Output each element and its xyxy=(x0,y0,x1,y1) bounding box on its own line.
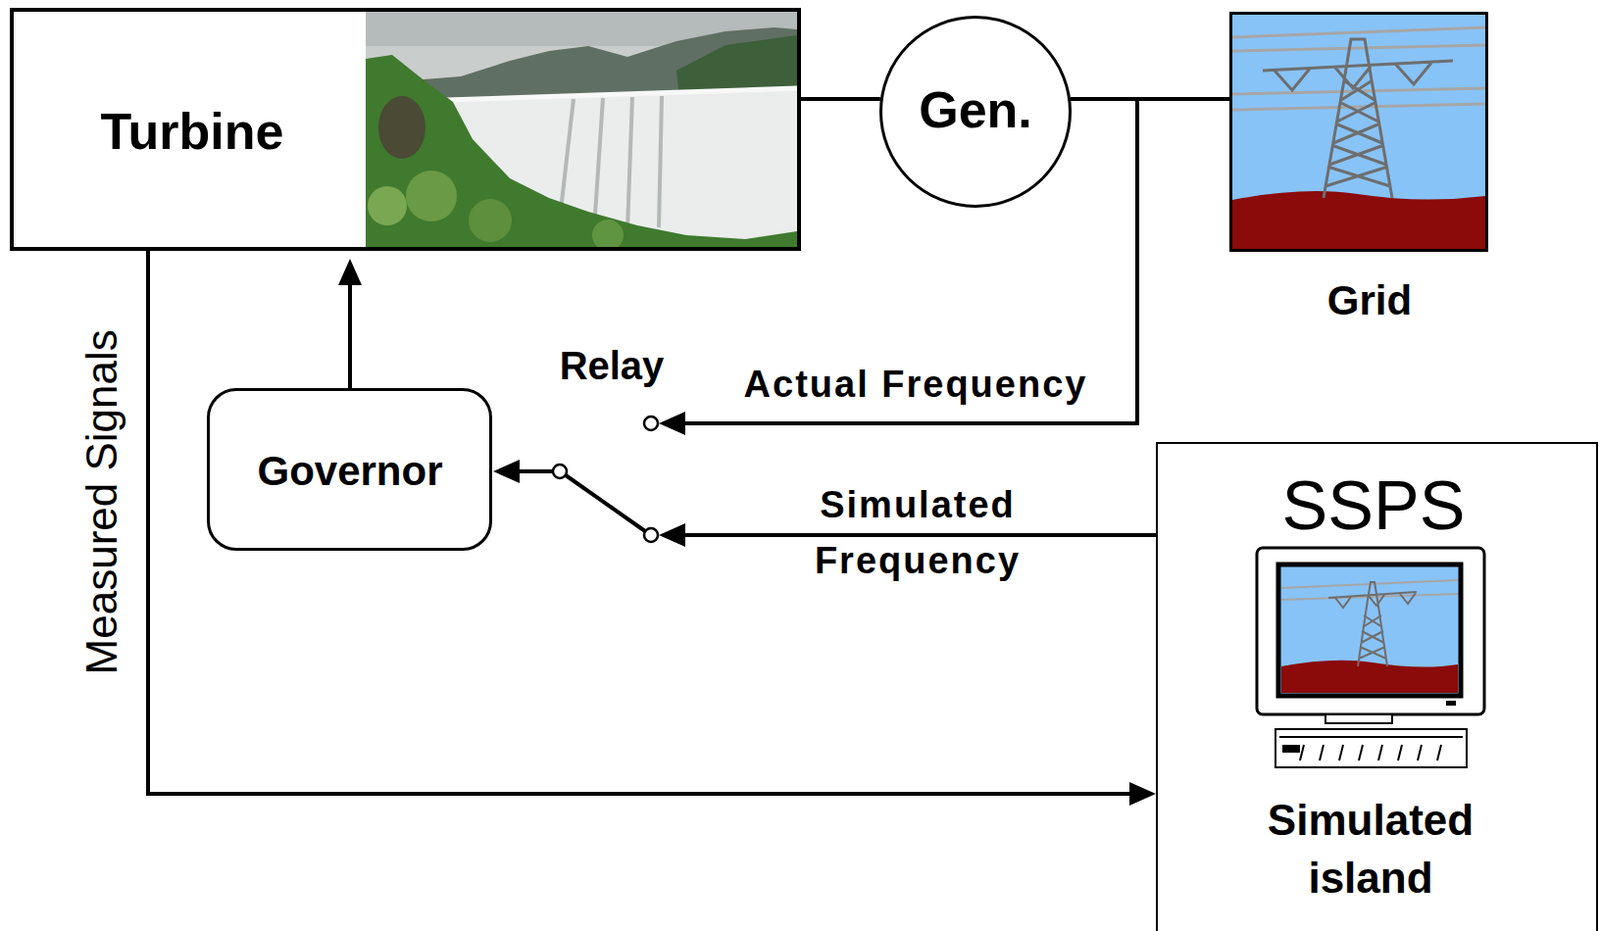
screen-ground xyxy=(1281,660,1458,694)
keyboard-keys xyxy=(1279,737,1463,761)
component-label: Relay xyxy=(559,343,665,389)
node-title: Gen. xyxy=(918,81,1033,141)
grid-icon xyxy=(1232,14,1486,250)
arrow-head xyxy=(1129,782,1156,806)
node-title: SSPS xyxy=(1282,466,1466,547)
computer-icon xyxy=(1256,548,1485,768)
grid-ground xyxy=(1232,191,1486,250)
photo-dam-crest xyxy=(446,88,798,100)
generator-circle: Gen. xyxy=(879,15,1072,208)
connector-line xyxy=(148,250,1132,795)
relay-switch xyxy=(493,416,658,543)
node-title: Governor xyxy=(256,448,443,496)
signal-label: Measured Signals xyxy=(77,329,128,675)
relay-output xyxy=(514,469,553,474)
photo-bush xyxy=(592,219,624,251)
photo-vegetation xyxy=(365,54,798,248)
connector-line xyxy=(683,533,1156,538)
signal-label: Actual Frequency xyxy=(744,363,1089,407)
relay-contact xyxy=(644,416,658,431)
relay-blade xyxy=(565,475,646,532)
keyboard xyxy=(1275,729,1467,768)
screen-tower xyxy=(1328,582,1417,667)
photo-bush xyxy=(405,170,457,222)
connector-line xyxy=(800,97,881,101)
turbine-box: Turbine xyxy=(9,7,801,251)
monitor-case xyxy=(1256,548,1485,715)
power-button xyxy=(1446,700,1456,706)
node-subtitle: Simulated island xyxy=(1208,791,1533,907)
photo-tree xyxy=(378,96,426,159)
signal-connector xyxy=(148,250,1156,806)
grid-panel: Grid xyxy=(1229,11,1489,252)
governor-box: Governor xyxy=(206,388,493,551)
signal-label: Simulated Frequency xyxy=(775,477,1060,590)
ssps-panel: SSPS Simulated island xyxy=(1155,442,1599,931)
grid-crossarm xyxy=(1262,60,1453,91)
arrow-head xyxy=(493,459,520,484)
signal-connector xyxy=(800,99,881,100)
arrow-head xyxy=(338,258,362,286)
keyboard-key xyxy=(1282,745,1300,753)
node-title: Turbine xyxy=(100,102,285,162)
node-title: Grid xyxy=(1327,277,1412,325)
relay-contact xyxy=(644,528,658,543)
photo-bush xyxy=(367,186,407,226)
grid-sky xyxy=(1232,14,1486,250)
relay-pivot xyxy=(552,464,567,479)
connector-line xyxy=(348,283,352,389)
photo-sky xyxy=(365,11,798,248)
arrow-head xyxy=(658,523,686,548)
monitor-stand xyxy=(1325,714,1393,724)
monitor-screen xyxy=(1278,564,1461,697)
photo-bush xyxy=(468,199,512,243)
dam-photo xyxy=(365,11,798,251)
arrow-head xyxy=(658,411,686,436)
signal-connector xyxy=(338,258,362,389)
